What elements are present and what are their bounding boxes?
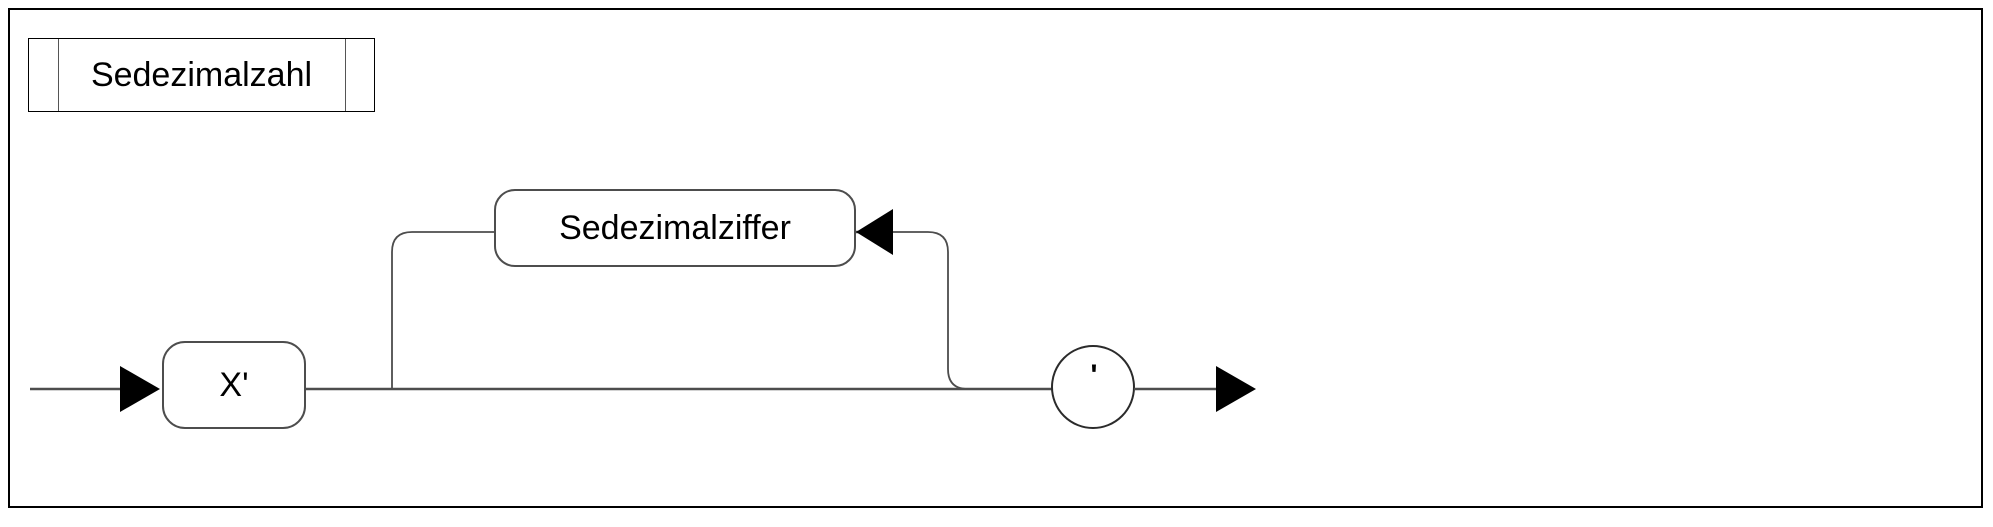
title-box-right-rule	[345, 39, 346, 111]
title-box-left-rule	[58, 39, 59, 111]
title-box: Sedezimalzahl	[28, 38, 375, 112]
page-title: Sedezimalzahl	[90, 55, 313, 94]
